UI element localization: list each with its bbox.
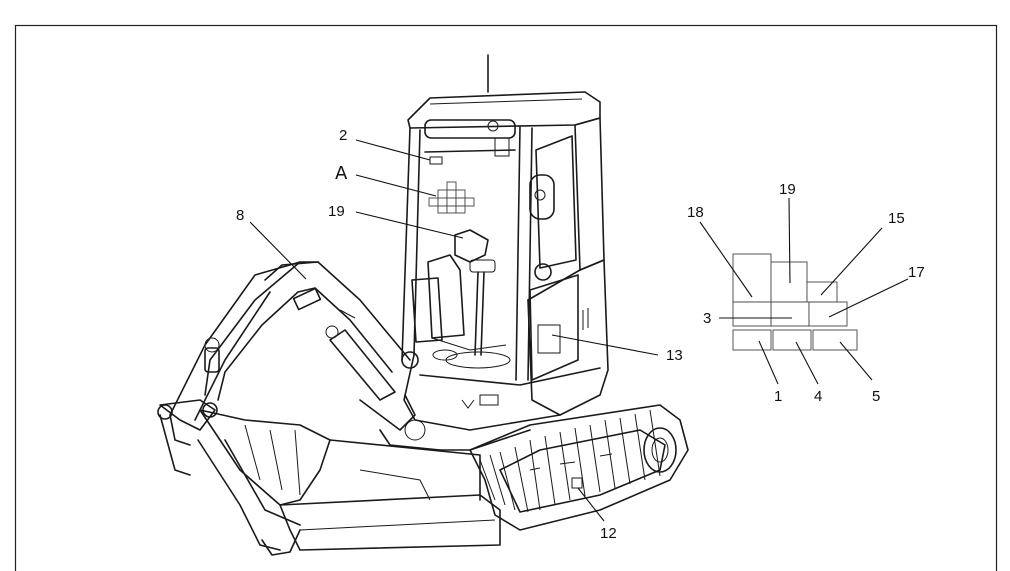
decal-a-shape — [428, 181, 475, 214]
decal-4 — [772, 329, 812, 351]
page-frame — [14, 24, 998, 571]
detail-a-label-layout: 18 19 15 17 3 1 4 5 — [687, 181, 925, 405]
leader-8 — [249, 221, 307, 280]
callout-2: 2 — [339, 127, 347, 144]
detail-callout-19: 19 — [779, 181, 796, 198]
leader-12 — [577, 487, 605, 522]
detail-callout-5: 5 — [872, 388, 880, 405]
decal-19 — [770, 261, 808, 303]
detail-callout-3: 3 — [703, 310, 711, 327]
leader-2 — [355, 139, 431, 161]
callout-8: 8 — [236, 207, 244, 224]
decal-17 — [808, 301, 848, 327]
decal-blank — [732, 301, 772, 327]
detail-callout-1: 1 — [774, 388, 782, 405]
detail-callout-4: 4 — [814, 388, 822, 405]
decal-5 — [812, 329, 858, 351]
callout-labels: 2 A 8 19 13 12 — [236, 127, 683, 542]
decal-3 — [770, 301, 810, 327]
decal-1 — [732, 329, 772, 351]
callout-19: 19 — [328, 203, 345, 220]
callout-12: 12 — [600, 525, 617, 542]
excavator-drawing — [157, 54, 689, 556]
leader-a — [355, 174, 437, 197]
leader-lines — [249, 139, 659, 522]
callout-13: 13 — [666, 347, 683, 364]
detail-callout-18: 18 — [687, 204, 704, 221]
leader-19 — [355, 211, 464, 239]
decal-15 — [806, 281, 838, 303]
detail-callout-15: 15 — [888, 210, 905, 227]
detail-callout-17: 17 — [908, 264, 925, 281]
leader-13 — [551, 334, 659, 356]
callout-a: A — [335, 163, 348, 184]
